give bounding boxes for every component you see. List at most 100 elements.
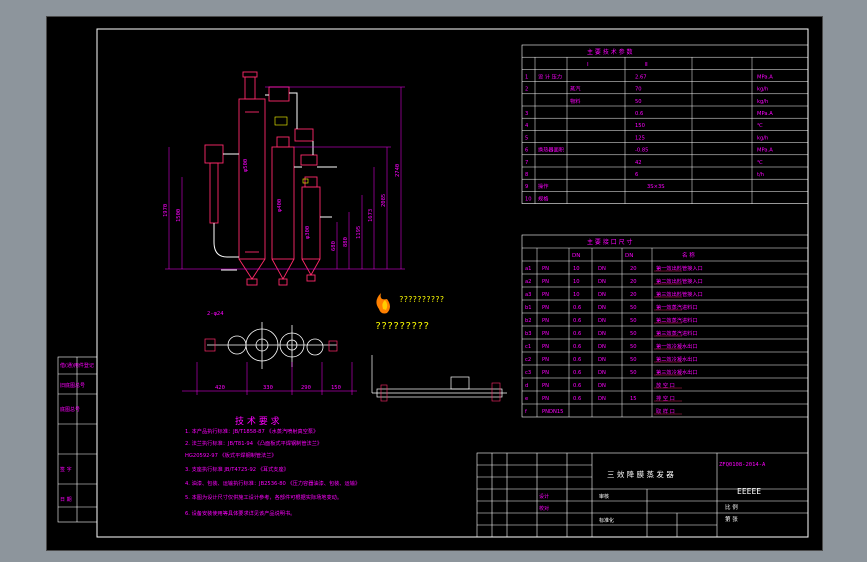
title-label-d: 标准化 — [599, 517, 614, 524]
logo-caption: ????????? — [375, 321, 429, 332]
nozzle-pn-value: 10 — [573, 279, 580, 285]
tech-line-7: 6. 设备安装使用等具体要求详见该产品说明书。 — [185, 509, 295, 517]
left-label-3: 底图总号 — [60, 406, 80, 413]
elevation-dimensions — [165, 86, 405, 270]
nozzle-pn: PN — [542, 318, 549, 324]
nozzle-code: a2 — [525, 279, 531, 285]
params-unit: kg/h — [757, 87, 768, 93]
params-v1: 70 — [635, 87, 642, 93]
drawing-number: ZFQ0108-2014-A — [719, 462, 766, 468]
nozzle-code: b1 — [525, 305, 532, 311]
params-no: 2 — [525, 87, 528, 93]
nozzle-dn-value: 20 — [630, 266, 637, 272]
dim-h3: 290 — [301, 385, 311, 391]
tech-line-5: 4. 油漆、包装、运输执行标准：JB2536-80 《压力容器油漆、包装、运输》 — [185, 479, 360, 487]
params-no: 5 — [525, 135, 528, 141]
drawing-canvas: 借(通)用件登记 旧底图总号 底图总号 签 字 日 期 — [57, 28, 809, 538]
params-unit: MPa.A — [757, 111, 773, 117]
dim-v1: 1970 — [163, 204, 169, 217]
params-name: 设 计 压力 — [538, 72, 562, 80]
left-label-1: 借(通)用件登记 — [60, 362, 94, 369]
nozzle-pn: PN — [542, 266, 549, 272]
nozzle-pn-value: 0.6 — [573, 370, 581, 376]
params-unit: MPa.A — [757, 74, 773, 80]
nozzle-dn: DN — [598, 266, 606, 272]
nozzle-header-cell: 名 称 — [682, 251, 695, 259]
params-name: 操作 — [538, 182, 548, 190]
nozzle-dn-value: 50 — [630, 344, 637, 350]
nozzle-pn-value: 0.6 — [573, 383, 581, 389]
nozzle-dn: DN — [598, 279, 606, 285]
nozzle-dn: DN — [598, 318, 606, 324]
nozzle-pn: PN — [542, 305, 549, 311]
plan-dimensions — [182, 362, 357, 395]
nozzle-name: 第三效出料管接入口 — [656, 290, 703, 298]
product-name: 三 效 降 膜 蒸 发 器 — [607, 469, 674, 479]
params-v1: 125 — [635, 135, 645, 141]
nozzle-pn: PN — [542, 396, 549, 402]
nozzle-dn-value: 20 — [630, 292, 637, 298]
params-unit: kg/h — [757, 99, 768, 105]
nozzle-dn: DN — [598, 396, 606, 402]
dim-d1: φ500 — [243, 159, 249, 172]
nozzle-name: 第三效蒸汽进料口 — [656, 329, 698, 337]
side-view — [371, 355, 507, 398]
nozzle-pn-value: 0.6 — [573, 331, 581, 337]
nozzle-pn: PN — [542, 344, 549, 350]
nozzle-pn: PN — [542, 357, 549, 363]
nozzle-dn: DN — [598, 305, 606, 311]
nozzle-title: 主 要 接 口 尺 寸 — [587, 238, 633, 246]
scale-label: 比 例 — [725, 503, 738, 511]
params-unit: t/h — [757, 172, 764, 178]
nozzle-code: b2 — [525, 318, 532, 324]
dim-v7: 880 — [343, 237, 349, 247]
nozzle-pn-value: 0.6 — [573, 396, 581, 402]
params-v1: 6 — [635, 172, 638, 178]
nozzle-dn-value: 50 — [630, 370, 637, 376]
nozzle-pn: PN — [542, 279, 549, 285]
nozzle-dn-value: 50 — [630, 331, 637, 337]
dim-p1: 2-φ24 — [207, 311, 224, 317]
nozzle-name: 第二效出料管接入口 — [656, 277, 703, 285]
nozzle-code: b3 — [525, 331, 532, 337]
params-unit: ℃ — [757, 123, 763, 129]
params-unit: ℃ — [757, 160, 763, 166]
nozzle-pn: PN — [542, 292, 549, 298]
params-no: 9 — [525, 184, 528, 190]
nozzle-name: 第一效冷凝水出口 — [656, 342, 698, 350]
dim-h2: 330 — [263, 385, 273, 391]
params-v1: -0.85 — [635, 148, 648, 154]
params-v1: 2.67 — [635, 74, 647, 80]
nozzle-code: e — [525, 396, 528, 402]
nozzle-code: d — [525, 383, 528, 389]
dim-v3: 2740 — [395, 164, 401, 177]
nozzle-code: c1 — [525, 344, 531, 350]
dim-v6: 1195 — [356, 226, 362, 239]
nozzle-name: 放 空 口 — [656, 381, 675, 389]
params-v1: 50 — [635, 99, 642, 105]
tech-line-1: 1. 本产品执行标准：JB/T1858-87 《水蒸汽喷射真空泵》 — [185, 427, 318, 435]
cad-viewport[interactable]: 借(通)用件登记 旧底图总号 底图总号 签 字 日 期 — [46, 16, 823, 551]
params-header-cell: Ⅱ — [645, 62, 648, 68]
equipment-piping — [213, 92, 337, 271]
params-name: 规格 — [538, 194, 549, 202]
nozzle-pn-value: 10 — [573, 266, 580, 272]
tech-line-3: HG20592-97 《板式平焊钢制管法兰》 — [185, 451, 277, 459]
flame-logo-icon — [376, 293, 390, 314]
nozzle-name: 第三效冷凝水出口 — [656, 368, 698, 376]
side-view-accent — [380, 382, 501, 402]
nozzle-dn-value: 50 — [630, 305, 637, 311]
params-v1: 0.6 — [635, 111, 643, 117]
params-unit: MPa.A — [757, 148, 773, 154]
title-block — [476, 452, 809, 538]
left-label-2: 旧底图总号 — [60, 382, 85, 389]
left-label-5: 日 期 — [60, 497, 72, 503]
nozzle-dn: DN — [598, 292, 606, 298]
nozzle-name: 第二效冷凝水出口 — [656, 355, 698, 363]
params-no: 3 — [525, 111, 528, 117]
params-no: 7 — [525, 160, 528, 166]
nozzle-pn-value: 0.6 — [573, 357, 581, 363]
nozzle-pn: PN — [542, 370, 549, 376]
